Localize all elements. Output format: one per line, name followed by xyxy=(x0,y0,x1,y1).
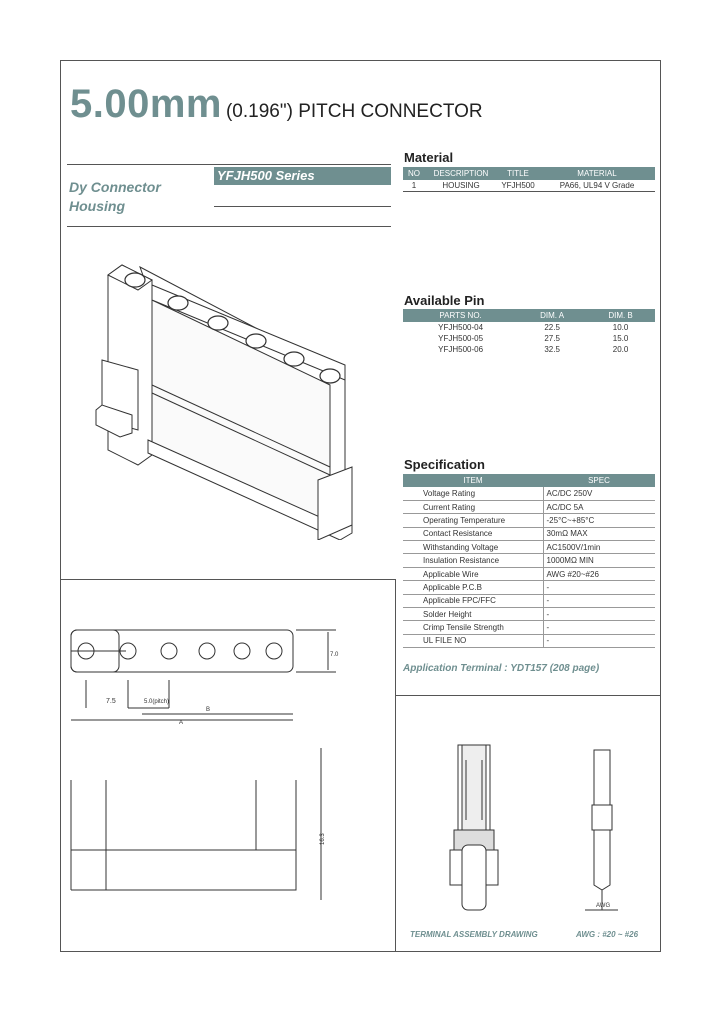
table-cell: Withstanding Voltage xyxy=(403,540,543,555)
table-cell: Operating Temperature xyxy=(403,513,543,528)
pins-heading: Available Pin xyxy=(404,293,485,308)
table-cell: 1000MΩ MIN xyxy=(542,553,655,568)
divider xyxy=(67,226,391,227)
terminal-drawing: AWG xyxy=(585,749,618,911)
series-label: YFJH500 Series xyxy=(214,167,391,185)
table-cell: Applicable P.C.B xyxy=(403,580,543,595)
table-cell: 22.5 xyxy=(544,323,560,332)
dim-label: 5.0(pitch) xyxy=(144,699,169,705)
table-cell: - xyxy=(542,634,655,649)
caption-assembly: TERMINAL ASSEMBLY DRAWING xyxy=(410,930,538,939)
title-rest: (0.196") PITCH CONNECTOR xyxy=(225,101,483,122)
dim-label: AWG xyxy=(596,903,610,909)
table-cell: Applicable Wire xyxy=(403,567,543,582)
material-heading: Material xyxy=(404,150,454,165)
table-cell: AWG #20~#26 xyxy=(542,567,655,582)
product-name: Dy Connector Housing xyxy=(69,178,161,216)
table-row: Operating Temperature-25°C~+85°C xyxy=(403,513,655,528)
table-cell: AC1500V/1min xyxy=(542,540,655,555)
table-cell: AC/DC 250V xyxy=(542,487,655,501)
table-cell: -25°C~+85°C xyxy=(542,513,655,528)
table-cell: 10.0 xyxy=(612,323,629,332)
pitch-size: 5.00mm xyxy=(70,82,222,126)
table-cell: Crimp Tensile Strength xyxy=(403,620,543,635)
table-row: UL FILE NO- xyxy=(403,634,655,649)
top-view-drawing: 7.5 5.0(pitch) B A 7.0 xyxy=(70,629,339,726)
dim-label: B xyxy=(206,707,210,713)
material-table: NO DESCRIPTION TITLE MATERIAL 1 HOUSING … xyxy=(403,167,655,192)
table-cell: - xyxy=(542,580,655,595)
table-row: Applicable FPC/FFC- xyxy=(403,594,655,609)
table-row: YFJH500-05 27.5 15.0 xyxy=(403,333,655,344)
front-view-drawing: 16.3 xyxy=(70,748,326,900)
col-header: SPEC xyxy=(543,474,655,487)
table-cell: 20.0 xyxy=(612,345,629,354)
divider xyxy=(395,695,661,696)
page-title: 5.00mm(0.196") PITCH CONNECTOR xyxy=(70,82,483,127)
table-cell: Current Rating xyxy=(403,500,543,515)
table-row: Solder Height- xyxy=(403,607,655,622)
table-row: Applicable P.C.B- xyxy=(403,580,655,595)
divider xyxy=(61,579,396,580)
caption-awg: AWG : #20 ~ #26 xyxy=(576,930,639,939)
table-cell: UL FILE NO xyxy=(403,634,543,649)
table-cell: HOUSING xyxy=(425,180,497,192)
table-cell: YFJH500-06 xyxy=(438,345,484,354)
terminal-assembly-drawing xyxy=(449,744,499,911)
dim-label: 7.0 xyxy=(330,652,339,658)
dim-label: 7.5 xyxy=(106,698,116,705)
spec-heading: Specification xyxy=(404,457,485,472)
page-frame xyxy=(60,60,661,952)
col-header: PARTS NO. xyxy=(403,309,519,322)
dim-label: A xyxy=(179,720,183,726)
table-cell: 27.5 xyxy=(544,334,560,343)
divider xyxy=(395,579,396,952)
table-cell: - xyxy=(542,620,655,635)
table-row: YFJH500-04 22.5 10.0 xyxy=(403,322,655,333)
table-cell: Voltage Rating xyxy=(403,487,543,501)
col-header: MATERIAL xyxy=(539,167,655,180)
table-cell: Insulation Resistance xyxy=(403,553,543,568)
application-terminal: Application Terminal : YDT157 (208 page) xyxy=(403,663,600,674)
table-cell: Solder Height xyxy=(403,607,543,622)
table-cell: YFJH500-04 xyxy=(438,323,484,332)
table-row: 1 HOUSING YFJH500 PA66, UL94 V Grade xyxy=(403,180,655,192)
table-cell: AC/DC 5A xyxy=(542,500,655,515)
table-cell: PA66, UL94 V Grade xyxy=(539,180,655,192)
table-row: Crimp Tensile Strength- xyxy=(403,620,655,635)
divider xyxy=(214,206,391,207)
table-cell: - xyxy=(542,594,655,609)
table-cell: 32.5 xyxy=(544,345,560,354)
housing-3d-illustration xyxy=(95,264,353,540)
table-cell: 30mΩ MAX xyxy=(542,527,655,542)
col-header: TITLE xyxy=(497,167,539,180)
table-cell: Contact Resistance xyxy=(403,527,543,542)
product-line1: Dy Connector xyxy=(69,179,161,195)
table-cell: - xyxy=(542,607,655,622)
col-header: DIM. B xyxy=(586,309,655,322)
table-cell: 15.0 xyxy=(612,334,629,343)
product-line2: Housing xyxy=(69,198,125,214)
divider xyxy=(67,164,391,165)
dim-label: 16.3 xyxy=(320,833,326,845)
table-cell: 1 xyxy=(403,180,425,192)
table-cell: YFJH500-05 xyxy=(438,334,484,343)
col-header: NO xyxy=(403,167,425,180)
pins-table: PARTS NO. DIM. A DIM. B YFJH500-04 22.5 … xyxy=(403,309,655,355)
table-cell: YFJH500 xyxy=(497,180,539,192)
table-row: YFJH500-06 32.5 20.0 xyxy=(403,344,655,355)
col-header: DESCRIPTION xyxy=(425,167,497,180)
col-header: DIM. A xyxy=(518,309,587,322)
col-header: ITEM xyxy=(403,474,543,487)
table-cell: Applicable FPC/FFC xyxy=(403,594,543,609)
